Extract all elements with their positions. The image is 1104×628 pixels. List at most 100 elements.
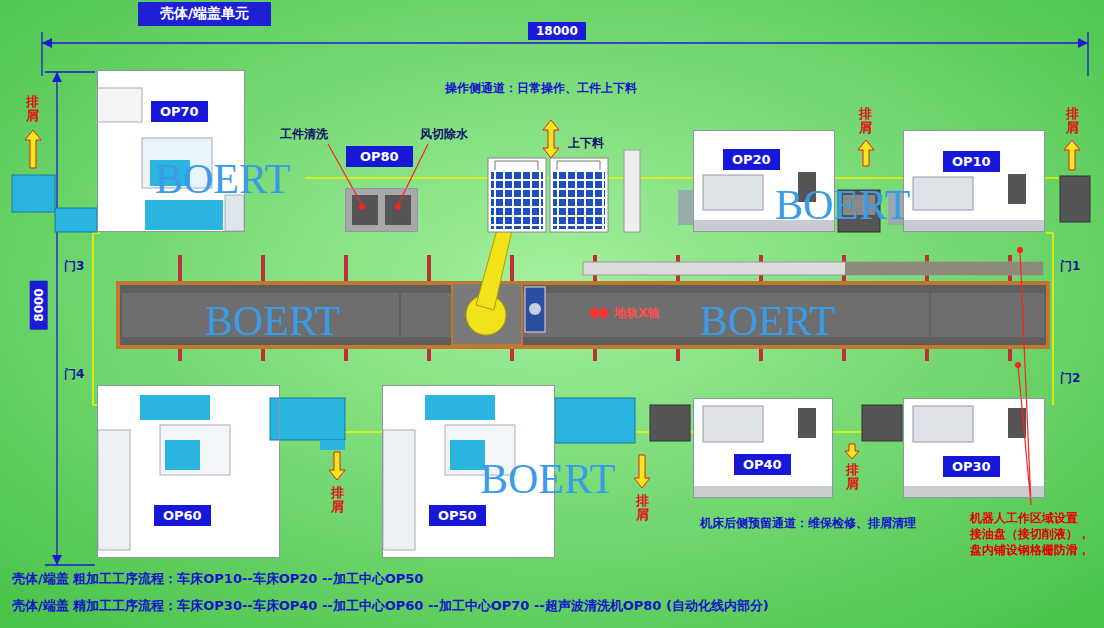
chip-outlet-label: 排屑 bbox=[1066, 107, 1079, 136]
tray-frame bbox=[550, 158, 608, 232]
chip-outlet-label: 排屑 bbox=[846, 463, 859, 492]
extension-line bbox=[41, 32, 42, 76]
machine-station: OP40 bbox=[693, 398, 833, 498]
chip-arrows bbox=[25, 130, 1080, 488]
machine-base bbox=[903, 486, 1045, 498]
chip-outlet-label: 排屑 bbox=[636, 494, 649, 523]
chip-conveyor bbox=[270, 398, 345, 440]
machine-window bbox=[913, 406, 973, 442]
station-label: OP60 bbox=[154, 505, 211, 526]
conveyor bbox=[845, 262, 1043, 275]
machine-window bbox=[913, 177, 973, 210]
watermark: BOERT bbox=[205, 300, 340, 342]
leader-line bbox=[328, 144, 428, 205]
machine-detail bbox=[678, 190, 693, 225]
machine-body bbox=[693, 398, 833, 498]
fence-line bbox=[93, 233, 100, 405]
chip-conveyor bbox=[12, 175, 55, 212]
conveyor bbox=[583, 262, 1043, 275]
watermark: BOERT bbox=[155, 158, 290, 200]
washer-window bbox=[385, 195, 411, 225]
callout-text: 风切除水 bbox=[420, 126, 468, 143]
watermark: BOERT bbox=[480, 458, 615, 500]
station-label: OP80 bbox=[346, 146, 413, 167]
leader-line bbox=[1018, 250, 1031, 505]
machine-detail bbox=[98, 430, 130, 550]
chip-arrow bbox=[858, 140, 874, 166]
washer-window bbox=[352, 195, 378, 225]
loading-note: 上下料 bbox=[568, 135, 604, 152]
tray-grid bbox=[553, 172, 605, 229]
chip-arrow bbox=[845, 444, 859, 459]
machine-detail bbox=[383, 430, 415, 550]
callout-text: 工件清洗 bbox=[280, 126, 328, 143]
machine-body bbox=[97, 385, 280, 558]
chip-outlet-label: 排屑 bbox=[26, 95, 39, 124]
station-label: OP50 bbox=[429, 505, 486, 526]
chip-outlet-label: 排屑 bbox=[331, 486, 344, 515]
chip-arrow bbox=[25, 130, 41, 168]
load-arrow bbox=[543, 120, 559, 158]
door-label: 门2 bbox=[1060, 370, 1080, 387]
controller-fan bbox=[529, 303, 541, 315]
dimension-line bbox=[42, 42, 1088, 43]
axis-arrow bbox=[588, 306, 610, 320]
control-panel bbox=[1008, 174, 1026, 204]
station-label: OP20 bbox=[723, 149, 780, 170]
stand bbox=[624, 150, 640, 232]
machine-body bbox=[903, 398, 1045, 498]
tray-frame bbox=[488, 158, 546, 232]
machine-panel bbox=[425, 395, 495, 420]
machine-base bbox=[693, 486, 833, 498]
watermark: BOERT bbox=[700, 300, 835, 342]
control-panel bbox=[798, 408, 816, 438]
machine-body bbox=[97, 70, 245, 232]
machine-window bbox=[703, 175, 763, 210]
extension-line bbox=[45, 71, 95, 72]
machine-station: OP70 bbox=[97, 70, 245, 232]
robot-arm bbox=[476, 226, 512, 310]
chip-conveyor bbox=[555, 398, 635, 443]
chip-conveyor bbox=[55, 208, 97, 232]
robot-controller bbox=[525, 287, 545, 332]
machine-window bbox=[703, 406, 763, 442]
tray-handle bbox=[557, 161, 600, 170]
chip-conveyor bbox=[650, 405, 690, 441]
tray-handle bbox=[495, 161, 538, 170]
axis-label: 地轨X轴 bbox=[614, 305, 659, 322]
chip-outlet-label: 排屑 bbox=[859, 107, 872, 136]
chip-conveyor bbox=[862, 405, 902, 441]
aisle-note: 操作侧通道：日常操作、工件上下料 bbox=[445, 80, 637, 97]
extension-line bbox=[45, 564, 95, 565]
machine-panel bbox=[165, 440, 200, 470]
dimension-lines bbox=[42, 32, 1088, 565]
machine-panel bbox=[140, 395, 210, 420]
dimension-value: 8000 bbox=[30, 280, 48, 329]
title-box: 壳体/端盖单元 bbox=[138, 2, 271, 26]
chip-arrow bbox=[634, 455, 650, 488]
chip-conveyor bbox=[320, 440, 345, 450]
machine-station: OP10 bbox=[903, 130, 1045, 232]
machine-station: OP60 bbox=[97, 385, 280, 558]
dimension-value: 18000 bbox=[528, 22, 586, 40]
process-flow-note: 壳体/端盖 精加工工序流程：车床OP30--车床OP40 --加工中心OP60 … bbox=[12, 597, 769, 615]
station-label: OP30 bbox=[943, 456, 1000, 477]
extension-line bbox=[1087, 32, 1088, 76]
washer-station: OP80 bbox=[345, 188, 418, 232]
door-label: 门4 bbox=[64, 366, 84, 383]
machine-detail bbox=[160, 425, 230, 475]
tray-grid bbox=[491, 172, 543, 229]
watermark: BOERT bbox=[775, 184, 910, 226]
machine-detail bbox=[97, 88, 142, 122]
door-label: 门3 bbox=[64, 258, 84, 275]
dimension-line bbox=[56, 72, 57, 565]
process-flow-note: 壳体/端盖 粗加工工序流程：车床OP10--车床OP20 --加工中心OP50 bbox=[12, 570, 423, 588]
machine-detail bbox=[225, 195, 244, 231]
door-label: 门1 bbox=[1060, 258, 1080, 275]
station-label: OP10 bbox=[943, 151, 1000, 172]
chip-conveyor bbox=[1060, 176, 1090, 222]
machine-panel bbox=[450, 440, 485, 470]
machine-station: OP30 bbox=[903, 398, 1045, 498]
